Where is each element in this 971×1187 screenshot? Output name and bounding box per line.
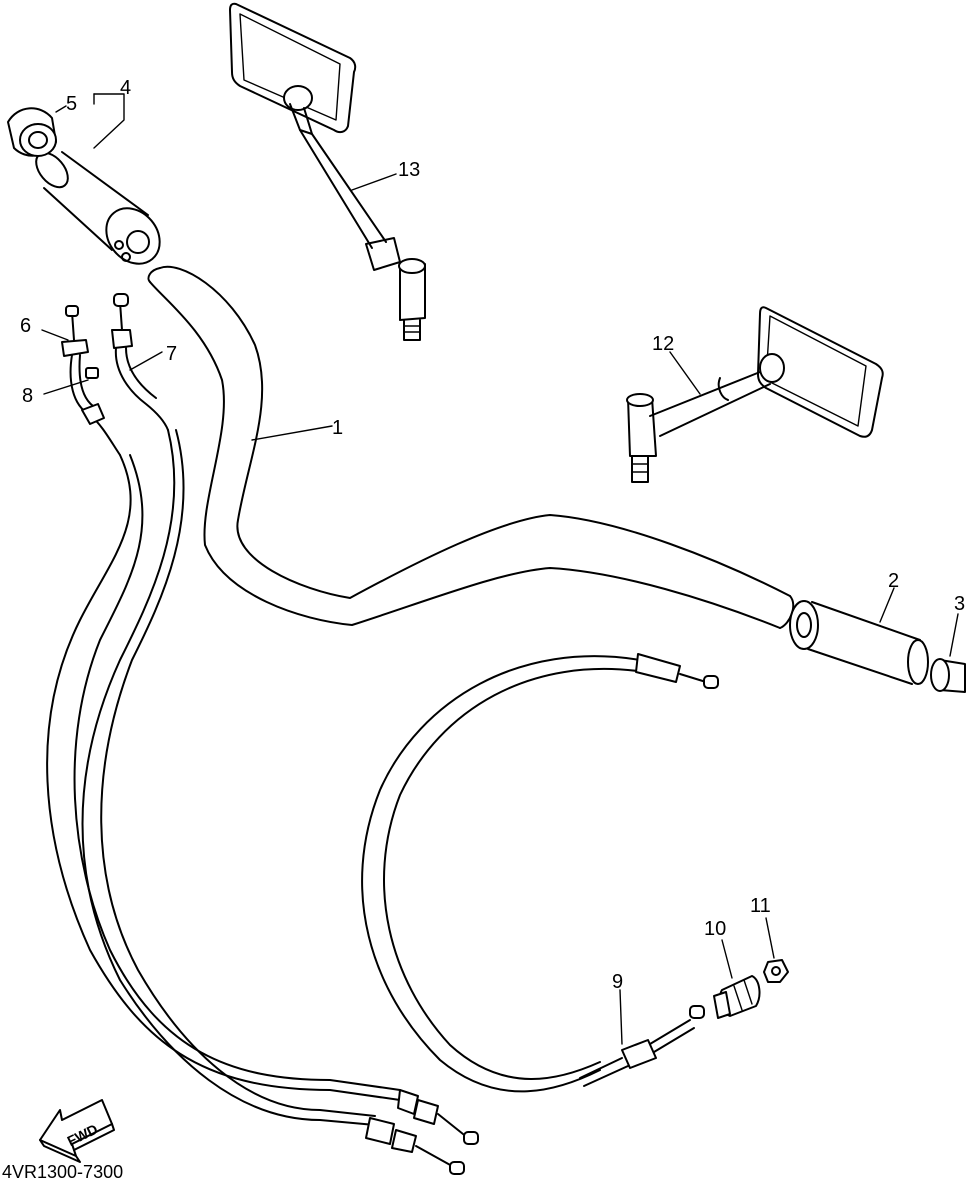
callout-1: 1 — [332, 417, 343, 439]
right-grip — [789, 600, 929, 685]
callout-10: 10 — [704, 918, 726, 940]
throttle-cables — [46, 293, 479, 1175]
callout-4: 4 — [120, 77, 131, 99]
grip-cap — [7, 107, 57, 157]
grip-end-cap — [930, 658, 966, 693]
mirror-left — [229, 2, 426, 341]
callout-13: 13 — [398, 159, 420, 181]
clutch-cable — [361, 653, 789, 1093]
callout-9: 9 — [612, 971, 623, 993]
callout-2: 2 — [888, 570, 899, 592]
fwd-arrow: FWD — [39, 1099, 115, 1163]
handlebar — [147, 265, 795, 629]
callout-6: 6 — [20, 315, 31, 337]
callout-3: 3 — [954, 593, 965, 615]
callout-8: 8 — [22, 385, 33, 407]
diagram-code: 4VR1300-7300 — [2, 1162, 123, 1182]
callouts: 1 2 3 4 5 6 7 8 9 10 11 12 13 — [20, 77, 965, 993]
callout-7: 7 — [166, 343, 177, 365]
callout-5: 5 — [66, 93, 77, 115]
mirror-right — [626, 306, 884, 483]
leader-lines — [41, 93, 959, 1045]
callout-11: 11 — [750, 895, 771, 917]
callout-12: 12 — [652, 333, 674, 355]
throttle-grip — [35, 151, 161, 265]
